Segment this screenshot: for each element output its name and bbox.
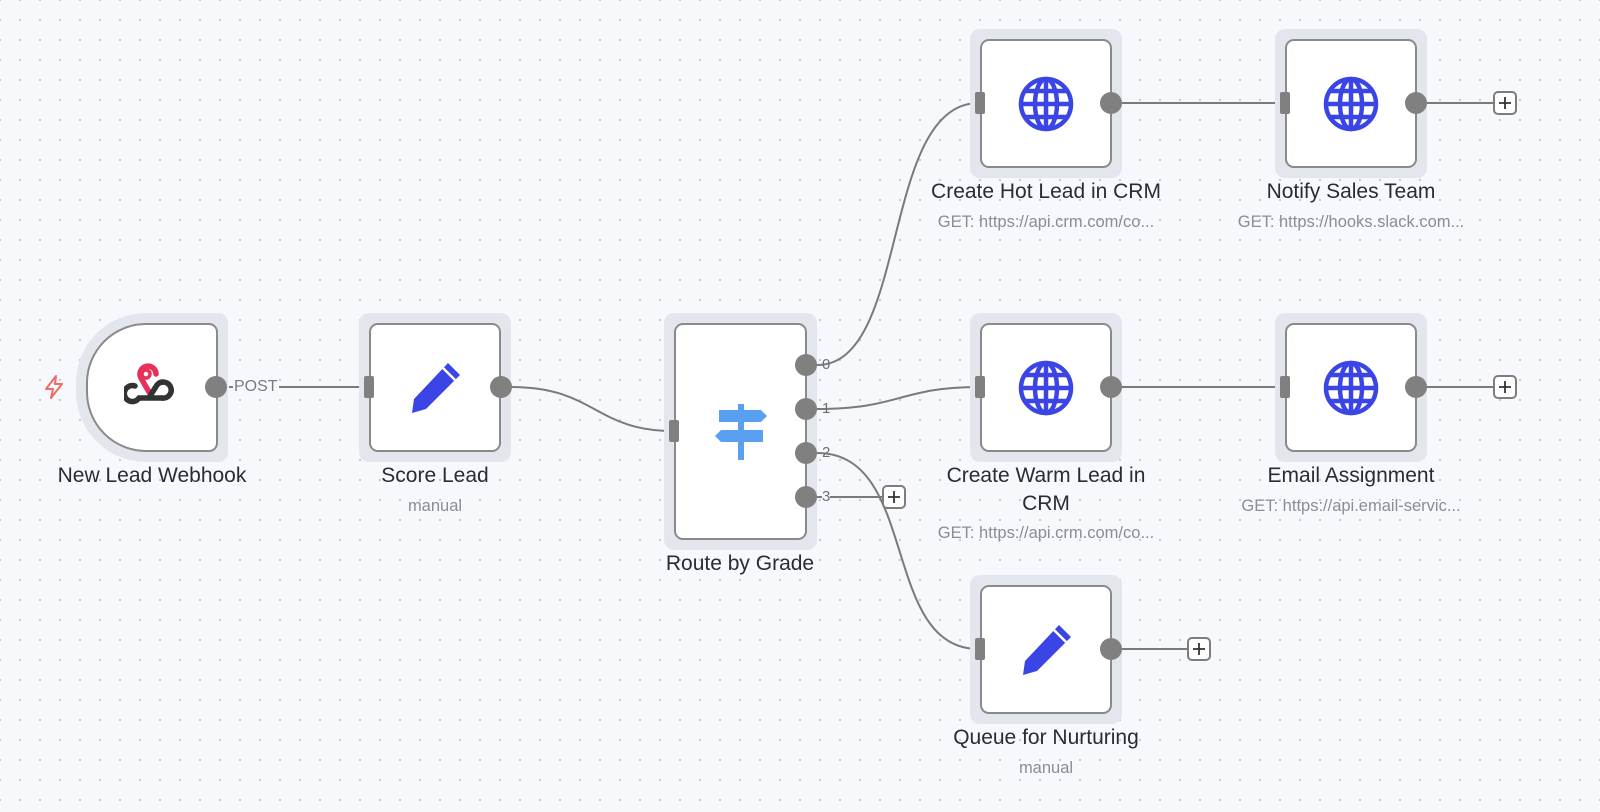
- node-sublabel: GET: https://api.crm.com/co...: [937, 524, 1155, 542]
- plus-icon: [1499, 97, 1511, 109]
- node-label: Queue for Nurturing: [953, 726, 1139, 749]
- node-card[interactable]: [674, 323, 807, 540]
- edge-route1-to-warm-crm: [816, 382, 980, 410]
- pencil-icon: [412, 362, 460, 413]
- node-card[interactable]: [86, 323, 218, 452]
- webhook-icon: [124, 362, 174, 404]
- add-node-button[interactable]: [1187, 637, 1211, 661]
- node-score-lead[interactable]: [359, 313, 512, 462]
- node-card[interactable]: [1285, 323, 1417, 452]
- add-node-button[interactable]: [882, 485, 906, 509]
- output-handle[interactable]: [205, 376, 227, 398]
- pencil-icon: [1023, 624, 1071, 675]
- input-handle[interactable]: [669, 420, 679, 442]
- node-queue-for-nurturing[interactable]: [970, 575, 1122, 724]
- node-card[interactable]: [980, 39, 1112, 168]
- output-handle[interactable]: [1100, 92, 1122, 114]
- node-sublabel: GET: https://hooks.slack.com...: [1237, 213, 1465, 231]
- globe-icon: [1323, 76, 1379, 131]
- signpost-icon: [714, 403, 767, 460]
- input-handle[interactable]: [975, 638, 985, 660]
- trigger-bolt-icon: [45, 375, 63, 399]
- output-handle[interactable]: [490, 376, 512, 398]
- output-handle[interactable]: [1405, 376, 1427, 398]
- edge-score-to-route: [510, 386, 674, 436]
- edge-route2-to-nurture: [816, 452, 980, 654]
- output-handle[interactable]: [1100, 376, 1122, 398]
- output-handle-1[interactable]: [795, 398, 817, 420]
- node-card[interactable]: [980, 585, 1112, 714]
- node-new-lead-webhook[interactable]: [76, 313, 228, 462]
- add-node-button[interactable]: [1493, 91, 1517, 115]
- node-label: Create Warm Lead in CRM: [946, 464, 1146, 515]
- node-card[interactable]: [369, 323, 501, 452]
- node-label: New Lead Webhook: [57, 464, 247, 487]
- node-label: Score Lead: [381, 464, 489, 487]
- node-email-assignment[interactable]: [1275, 313, 1427, 462]
- edge-label-post: POST: [233, 378, 279, 396]
- input-handle[interactable]: [364, 376, 374, 398]
- node-create-hot-lead-in-crm[interactable]: [970, 29, 1122, 178]
- output-label-1: 1: [822, 400, 831, 417]
- node-label: Route by Grade: [665, 552, 815, 575]
- node-sublabel: manual: [407, 497, 463, 515]
- globe-icon: [1018, 360, 1074, 415]
- node-sublabel: manual: [1018, 759, 1074, 777]
- output-handle[interactable]: [1405, 92, 1427, 114]
- input-handle[interactable]: [1280, 92, 1290, 114]
- node-label: Email Assignment: [1267, 464, 1435, 487]
- output-handle-2[interactable]: [795, 442, 817, 464]
- output-label-0: 0: [822, 356, 831, 373]
- output-handle-0[interactable]: [795, 354, 817, 376]
- node-route-by-grade[interactable]: [664, 313, 817, 550]
- output-label-2: 2: [822, 444, 831, 461]
- input-handle[interactable]: [1280, 376, 1290, 398]
- globe-icon: [1323, 360, 1379, 415]
- node-card[interactable]: [980, 323, 1112, 452]
- output-handle[interactable]: [1100, 638, 1122, 660]
- input-handle[interactable]: [975, 376, 985, 398]
- node-notify-sales-team[interactable]: [1275, 29, 1427, 178]
- node-card[interactable]: [1285, 39, 1417, 168]
- plus-icon: [1499, 381, 1511, 393]
- node-create-warm-lead-in-crm[interactable]: [970, 313, 1122, 462]
- node-sublabel: GET: https://api.crm.com/co...: [937, 213, 1155, 231]
- plus-icon: [1193, 643, 1205, 655]
- input-handle[interactable]: [975, 92, 985, 114]
- node-sublabel: GET: https://api.email-servic...: [1241, 497, 1461, 515]
- output-label-3: 3: [822, 488, 831, 505]
- node-label: Notify Sales Team: [1266, 180, 1436, 203]
- edge-route0-to-hot-crm: [816, 98, 980, 366]
- node-label: Create Hot Lead in CRM: [931, 180, 1161, 203]
- globe-icon: [1018, 76, 1074, 131]
- output-handle-3[interactable]: [795, 486, 817, 508]
- add-node-button[interactable]: [1493, 375, 1517, 399]
- plus-icon: [888, 491, 900, 503]
